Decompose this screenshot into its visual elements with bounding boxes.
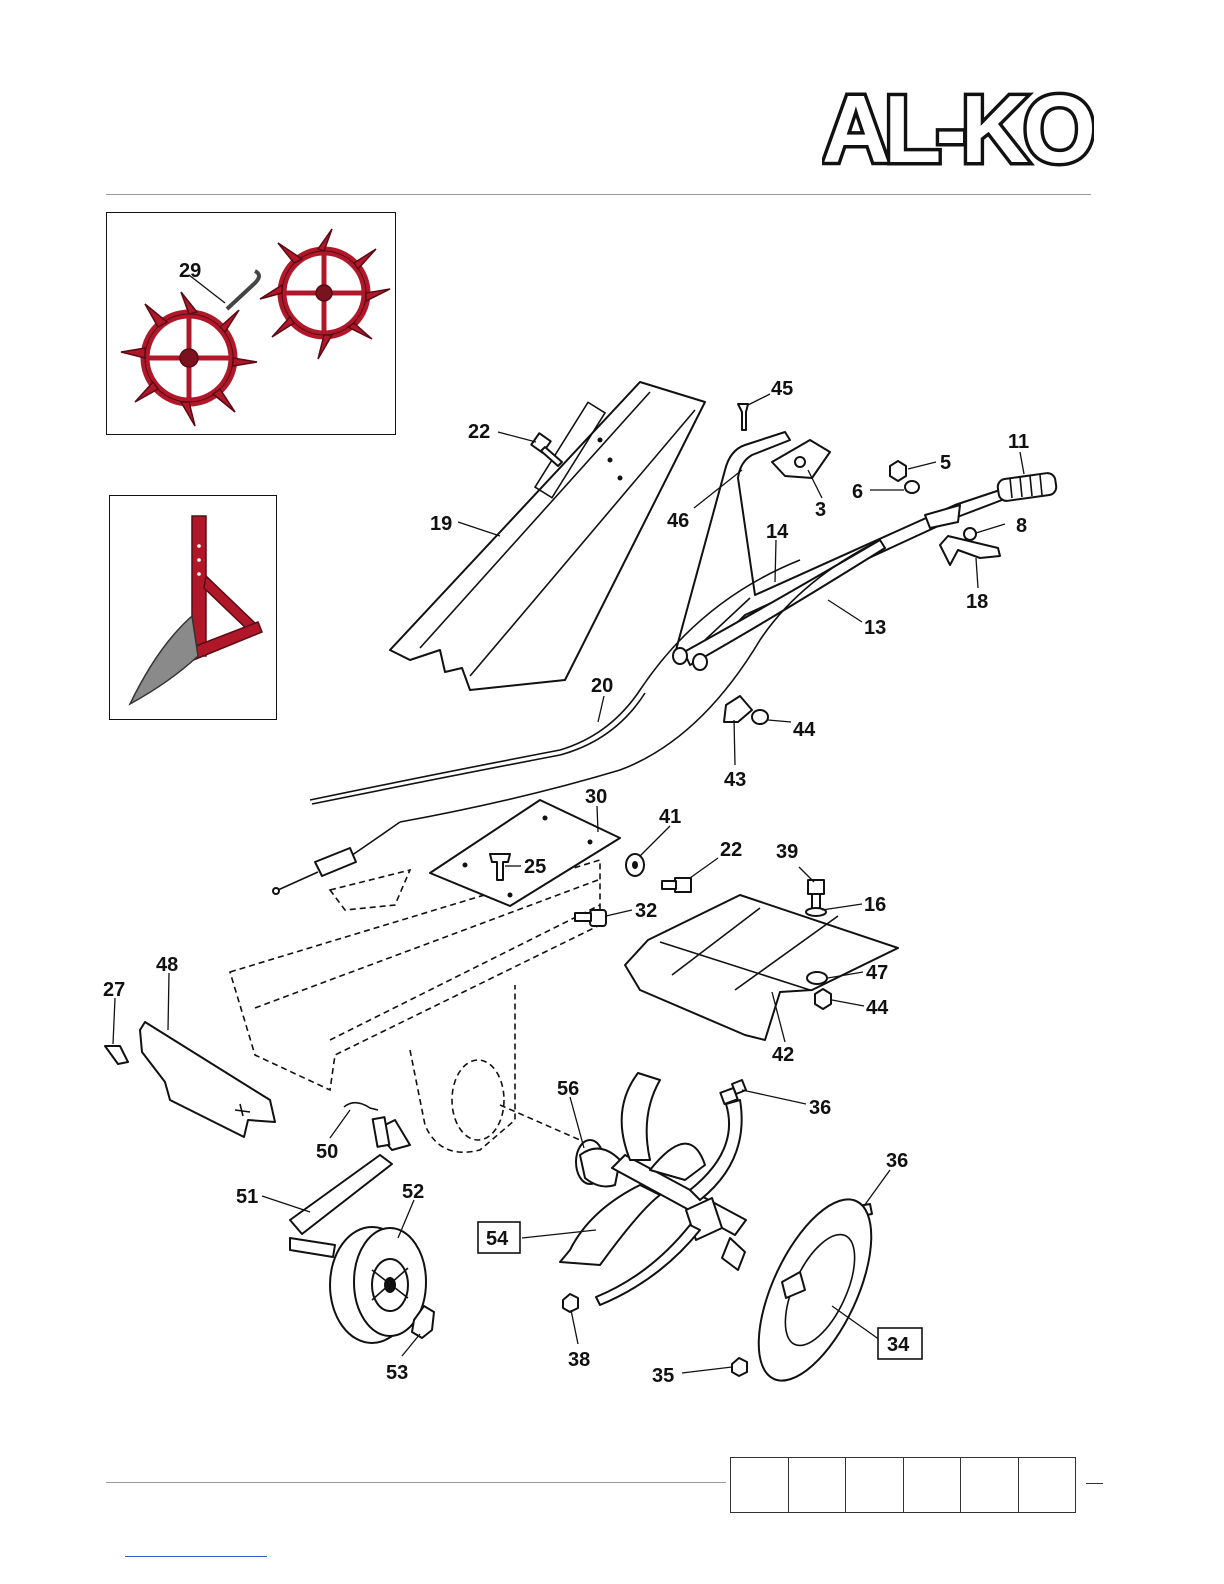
part-50-pin	[344, 1103, 378, 1110]
part-38-nut	[563, 1294, 578, 1312]
footer-index-cell	[789, 1457, 847, 1513]
callout-20: 20	[591, 675, 613, 697]
callout-51: 51	[236, 1186, 258, 1208]
part-44-nut-lower	[815, 989, 831, 1009]
callout-50: 50	[316, 1141, 338, 1163]
callout-42: 42	[772, 1044, 794, 1066]
cable-spring	[315, 848, 356, 876]
part-19-handlebar-guide	[390, 382, 705, 690]
footer-link-underline[interactable]	[125, 1556, 267, 1557]
callout-53: 53	[386, 1362, 408, 1384]
callout-13: 13	[864, 617, 886, 639]
part-8-bracket	[925, 505, 960, 528]
callout-41: 41	[659, 806, 681, 828]
footer-divider	[106, 1482, 726, 1483]
footer-dash	[1086, 1483, 1103, 1484]
part-36-bolt-a	[720, 1080, 746, 1104]
part-42-mudguard	[625, 895, 898, 1040]
part-8-bolt	[964, 528, 976, 540]
callout-25: 25	[524, 856, 546, 878]
part-27-screw	[105, 1046, 128, 1064]
callout-48: 48	[156, 954, 178, 976]
callout-3: 3	[815, 499, 826, 521]
part-32-bolt	[575, 910, 606, 926]
callout-27: 27	[103, 979, 125, 1001]
callout-5: 5	[940, 452, 951, 474]
callout-36-a: 36	[809, 1097, 831, 1119]
callout-11: 11	[1008, 431, 1029, 453]
callout-47: 47	[866, 962, 888, 984]
part-43-clip	[724, 696, 752, 722]
callout-22-top: 22	[468, 421, 490, 443]
callout-56: 56	[557, 1078, 579, 1100]
callout-14: 14	[766, 521, 789, 543]
part-30-plate	[430, 800, 620, 906]
callout-39: 39	[776, 841, 798, 863]
part-5-nut	[890, 461, 906, 481]
callout-34: 34	[887, 1334, 910, 1356]
part-3-throttle	[772, 440, 830, 478]
callout-36-b: 36	[886, 1150, 908, 1172]
part-56-hub	[576, 1140, 620, 1186]
part-11-grip	[997, 472, 1057, 502]
callout-8: 8	[1016, 515, 1027, 537]
callout-32: 32	[635, 900, 657, 922]
part-47-washer	[807, 972, 827, 984]
footer-index-cell	[730, 1457, 789, 1513]
callout-6: 6	[852, 481, 863, 503]
callout-44-lower: 44	[866, 997, 889, 1019]
callout-46: 46	[667, 510, 689, 532]
footer-index-grid	[730, 1457, 1076, 1513]
callout-30: 30	[585, 786, 607, 808]
part-35-nut	[732, 1358, 747, 1376]
callout-44-top: 44	[793, 719, 816, 741]
part-6-washer	[905, 481, 919, 493]
part-48-bracket	[140, 1022, 275, 1137]
part-44-nut-top	[752, 710, 768, 724]
callout-35: 35	[652, 1365, 674, 1387]
callout-38: 38	[568, 1349, 590, 1371]
gearbox-housing	[230, 860, 600, 1152]
part-45-bolt	[738, 404, 748, 430]
callout-45: 45	[771, 378, 793, 400]
footer-index-cell	[904, 1457, 962, 1513]
part-52-wheel	[330, 1227, 426, 1343]
part-54-tiller-tines	[560, 1073, 746, 1305]
callout-22-lower: 22	[720, 839, 742, 861]
footer-index-cell	[1019, 1457, 1077, 1513]
part-22-bolt-lower	[662, 878, 691, 892]
callout-52: 52	[402, 1181, 424, 1203]
callout-16: 16	[864, 894, 886, 916]
callout-18: 18	[966, 591, 988, 613]
callout-54: 54	[486, 1228, 509, 1250]
part-34-protective-disc	[736, 1183, 895, 1396]
callout-43: 43	[724, 769, 746, 791]
footer-index-cell	[961, 1457, 1019, 1513]
part-22-bolt-top	[531, 433, 562, 466]
footer-index-cell	[846, 1457, 904, 1513]
part-39-bolt	[808, 880, 824, 910]
callout-19: 19	[430, 513, 452, 535]
